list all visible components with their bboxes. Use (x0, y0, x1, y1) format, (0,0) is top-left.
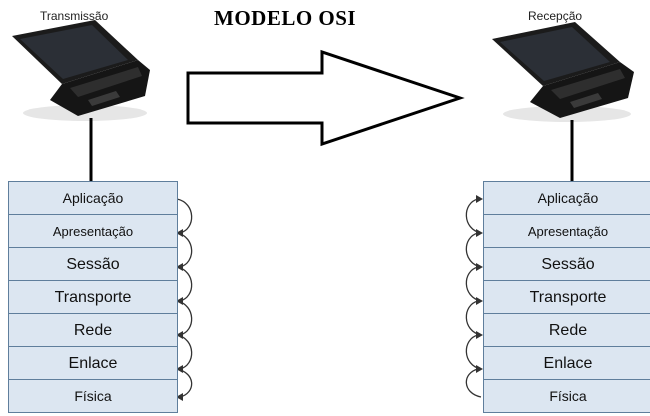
layer-apresentacao: Apresentação (484, 215, 650, 248)
laptop-right-icon (492, 22, 634, 122)
right-flow-arrowheads (476, 195, 483, 373)
diagram-title: MODELO OSI (214, 6, 357, 30)
layer-enlace: Enlace (9, 347, 177, 380)
transmission-arrow-icon (186, 49, 465, 147)
layer-sessao: Sessão (9, 248, 177, 281)
layer-transporte: Transporte (484, 281, 650, 314)
reception-caption: Recepção (528, 9, 583, 23)
layer-rede: Rede (484, 314, 650, 347)
layer-rede: Rede (9, 314, 177, 347)
layer-sessao: Sessão (484, 248, 650, 281)
laptop-left-icon (12, 20, 150, 121)
osi-stack-transmission: Aplicação Apresentação Sessão Transporte… (8, 181, 178, 413)
transmission-caption: Transmissão (40, 9, 109, 23)
layer-fisica: Física (549, 388, 587, 404)
layer-transporte: Transporte (9, 281, 177, 314)
layer-aplicacao: Aplicação (484, 182, 650, 215)
layer-fisica: Física (74, 388, 112, 404)
layer-apresentacao: Apresentação (9, 215, 177, 248)
osi-stack-reception: Aplicação Apresentação Sessão Transporte… (483, 181, 650, 413)
left-flow-arrowheads (176, 229, 183, 401)
layer-aplicacao: Aplicação (9, 182, 177, 215)
layer-enlace: Enlace (484, 347, 650, 380)
